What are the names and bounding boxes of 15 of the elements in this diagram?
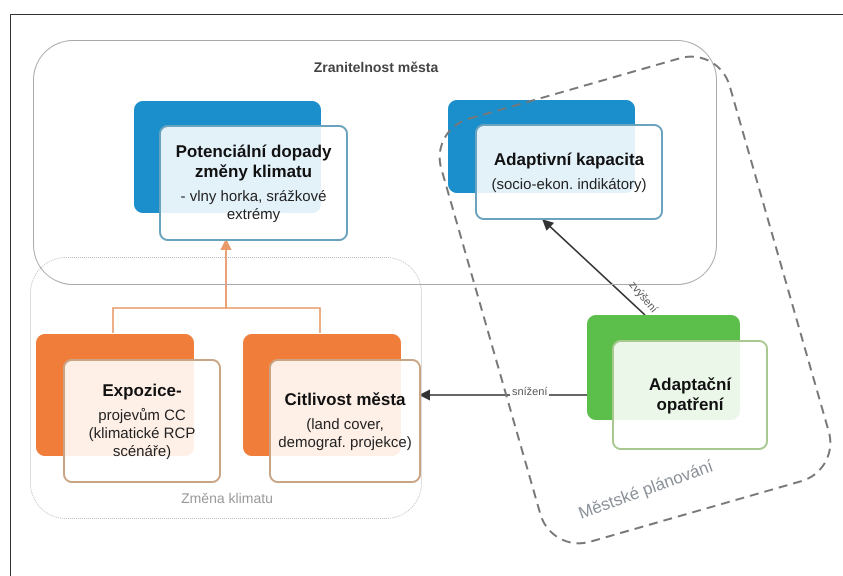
edge-label: snížení: [510, 387, 550, 398]
arrow: [542, 219, 646, 316]
node-description: (land cover, demograf. projekce): [277, 416, 413, 452]
node-description: - vlny horka, srážkové extrémy: [180, 188, 328, 224]
arrow: [220, 238, 321, 333]
group-frame: [30, 257, 422, 519]
node-description: (socio-ekon. indikátory): [491, 176, 647, 194]
node-description: projevům CC (klimatické RCP scénáře): [88, 407, 196, 462]
node-title: Expozice-: [102, 380, 182, 402]
group-label: Zranitelnost města: [312, 59, 440, 75]
node-title: Potenciální dopady změny klimatu: [174, 142, 332, 182]
node-title: Adaptační opatření: [648, 374, 732, 416]
node-title: Citlivost města: [284, 390, 406, 410]
node-title: Adaptivní kapacita: [494, 150, 644, 170]
group-label: Změna klimatu: [180, 490, 274, 506]
